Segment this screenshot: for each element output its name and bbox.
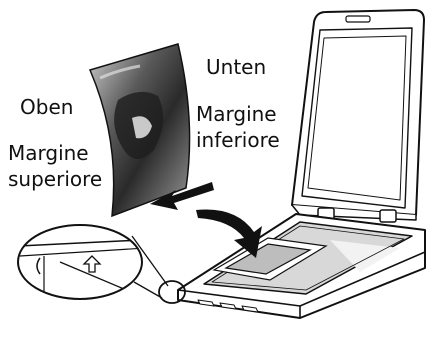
photo-document	[88, 43, 191, 218]
arrow-curve-down-icon	[196, 209, 262, 258]
magnifier-callout	[17, 224, 186, 304]
label-margine-superiore-line1: Margine	[8, 141, 89, 165]
label-margine-inferiore-line1: Margine	[196, 102, 277, 126]
callout-target-circle	[158, 280, 186, 304]
label-margine-inferiore-line2: inferiore	[196, 128, 280, 152]
label-oben: Oben	[20, 95, 74, 119]
label-unten: Unten	[206, 55, 267, 79]
scanner-lid	[291, 9, 425, 221]
lid-hinges	[317, 207, 397, 223]
placement-arrows	[150, 182, 262, 258]
zoom-circle	[17, 224, 143, 300]
scanner-base	[177, 213, 426, 319]
arrow-left-icon	[150, 182, 214, 210]
label-margine-superiore-line2: superiore	[8, 167, 103, 191]
alignment-mark-icon	[82, 255, 102, 273]
